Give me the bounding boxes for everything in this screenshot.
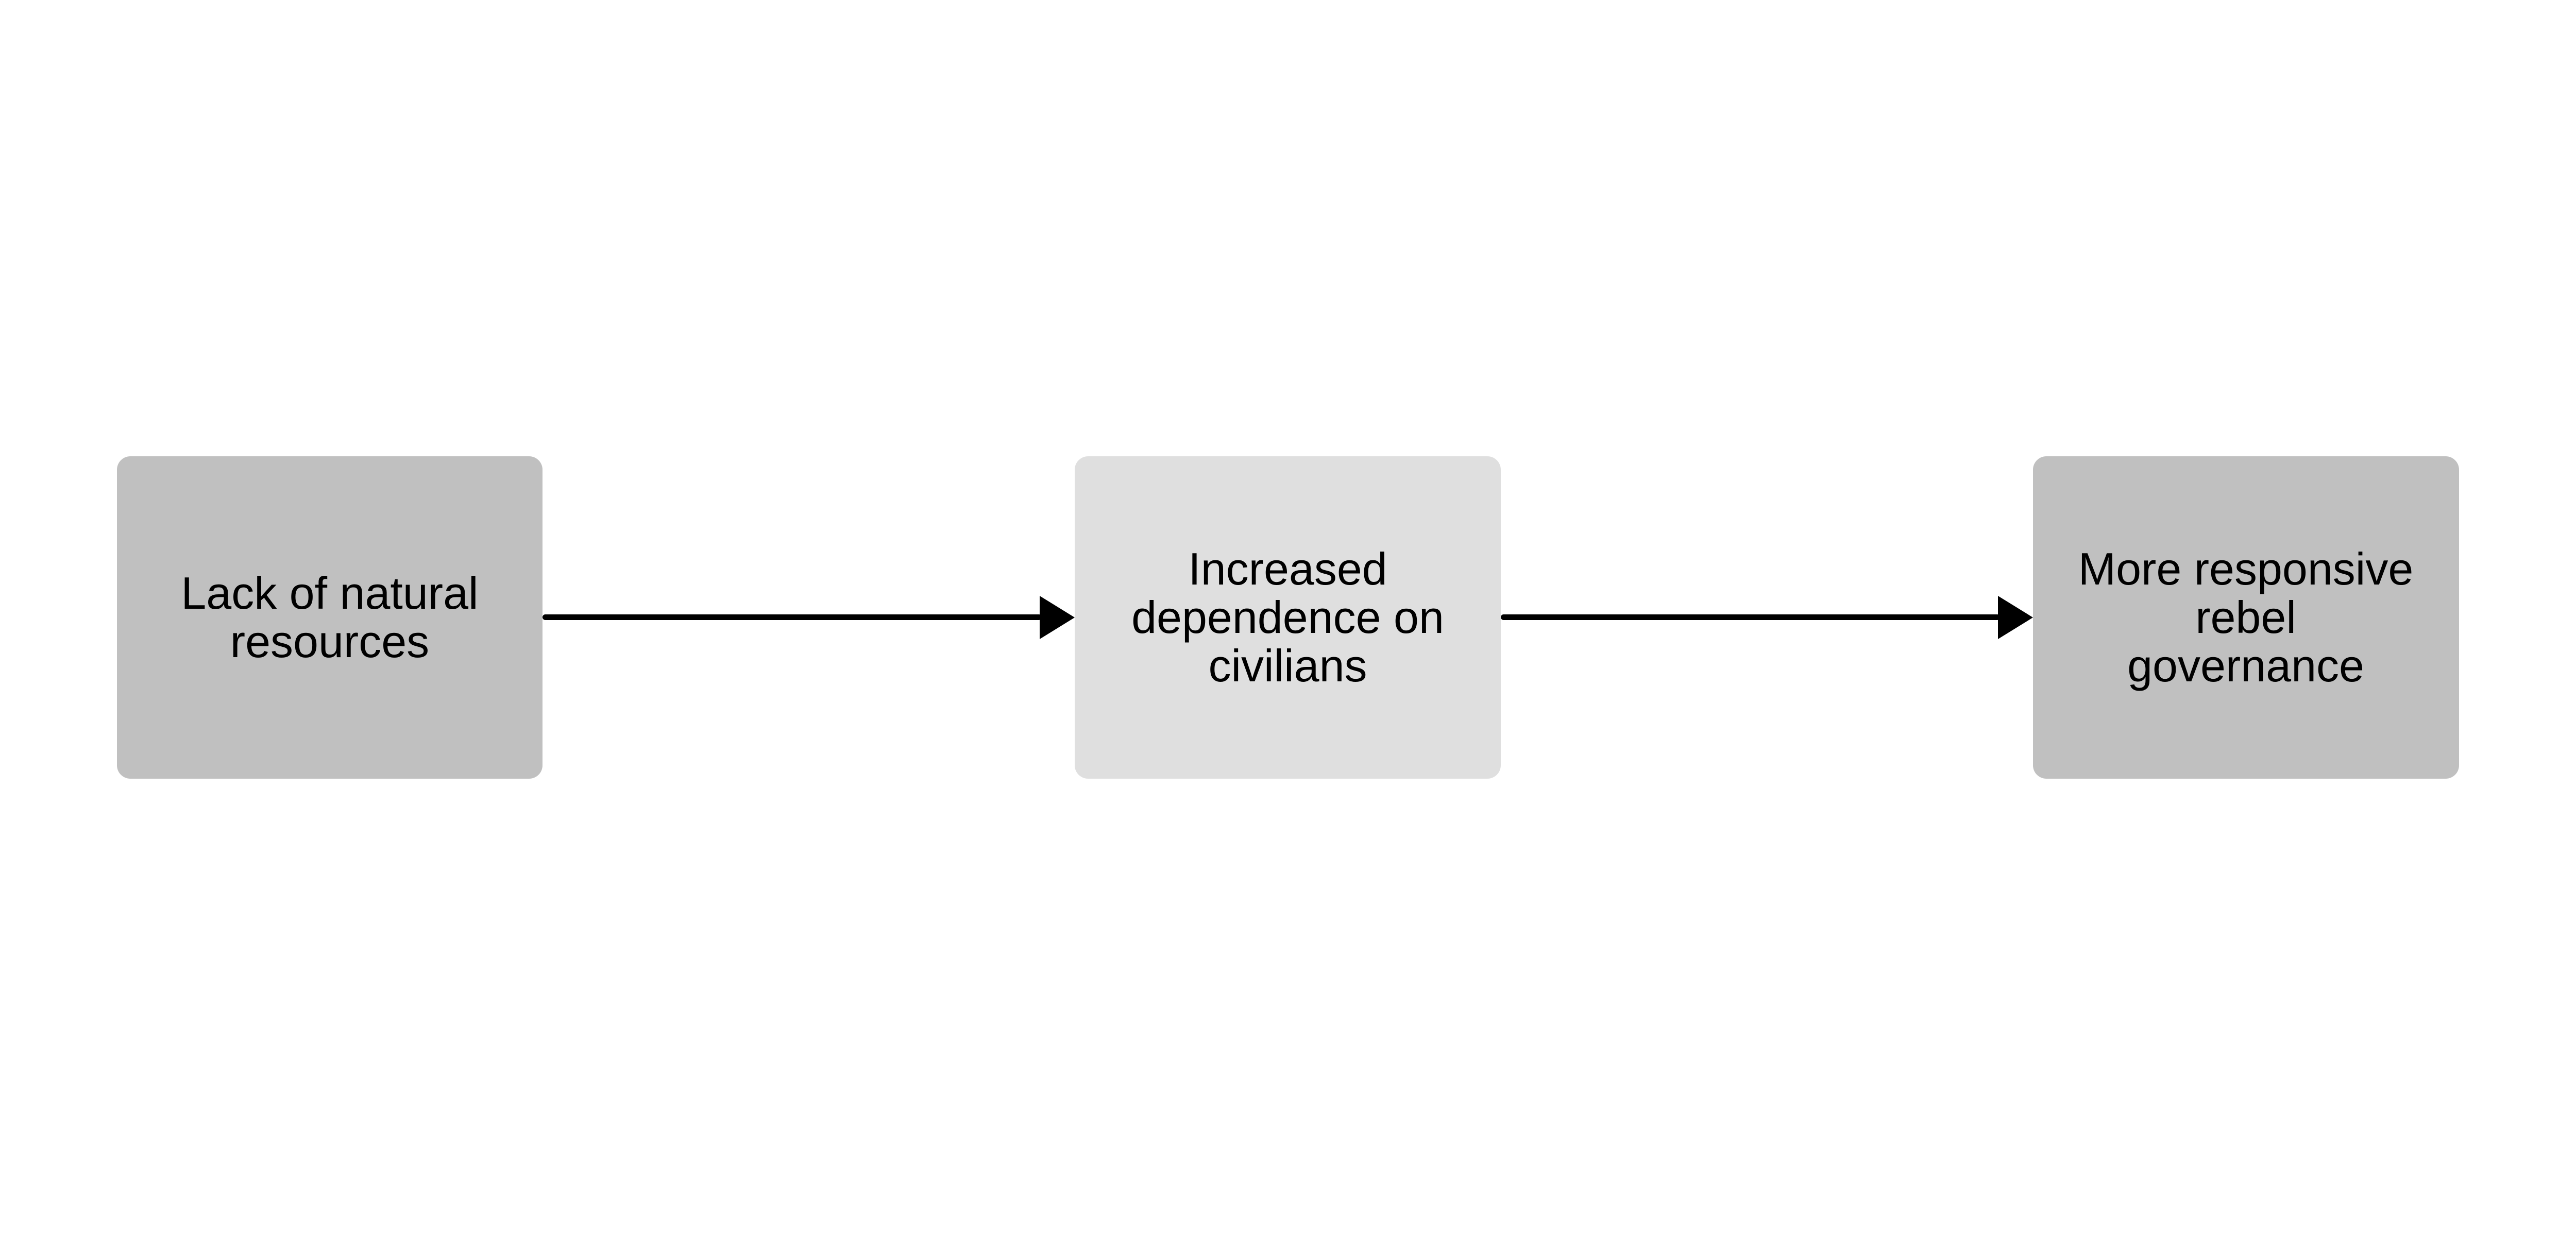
node-more-responsive-rebel-governance: More responsive rebel governance — [2032, 456, 2459, 779]
node-increased-dependence-on-civilians: Increased dependence on civilians — [1075, 456, 1501, 779]
node-lack-of-natural-resources: Lack of natural resources — [116, 456, 543, 779]
arrowhead-icon — [1040, 596, 1075, 639]
node-label: More responsive rebel governance — [2078, 543, 2414, 691]
arrowhead-icon — [1997, 596, 2033, 639]
flow-diagram: Lack of natural resources Increased depe… — [116, 456, 2459, 779]
node-label: Increased dependence on civilians — [1131, 543, 1444, 691]
edge-arrow-1 — [543, 594, 1075, 641]
arrow-shaft — [1500, 614, 2000, 620]
edge-arrow-2 — [1500, 594, 2033, 641]
node-label: Lack of natural resources — [181, 568, 479, 667]
arrow-shaft — [543, 614, 1042, 620]
